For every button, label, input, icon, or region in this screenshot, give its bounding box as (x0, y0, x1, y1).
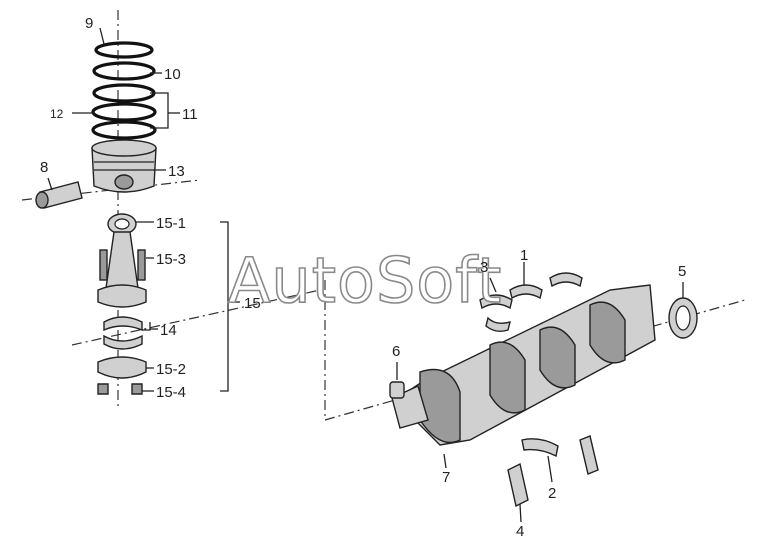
callout-7: 7 (442, 469, 450, 486)
crankshaft (391, 284, 656, 446)
callout-10: 10 (164, 66, 181, 83)
callout-15-4: 15-4 (156, 384, 186, 401)
callout-15-3: 15-3 (156, 251, 186, 268)
main-bearing-shells (479, 272, 583, 333)
callout-13: 13 (168, 163, 185, 180)
callout-15-2: 15-2 (156, 361, 186, 378)
callout-9: 9 (85, 15, 93, 32)
callout-labels: 9 10 12 11 8 13 15-1 15-3 15 14 15-2 15-… (40, 15, 686, 540)
rod-cap (97, 356, 147, 395)
callout-3: 3 (480, 259, 488, 276)
callout-4: 4 (516, 523, 524, 540)
leader-lines (47, 27, 684, 523)
piston-pin (35, 181, 83, 209)
callout-12: 12 (50, 107, 64, 121)
callout-15: 15 (244, 295, 261, 312)
callout-15-1: 15-1 (156, 215, 186, 232)
plug (389, 381, 405, 399)
rod-bearing-shells (103, 316, 143, 350)
oil-seal (668, 297, 698, 339)
thrust-washers (507, 435, 599, 508)
piston (91, 139, 157, 193)
connecting-rod (97, 213, 147, 308)
callout-8: 8 (40, 159, 48, 176)
callout-11: 11 (182, 106, 198, 123)
callout-14: 14 (160, 322, 177, 339)
piston-rings (91, 41, 157, 140)
callout-1: 1 (520, 247, 528, 264)
callout-6: 6 (392, 343, 400, 360)
watermark: AutoSoft (228, 244, 502, 317)
callout-2: 2 (548, 485, 556, 502)
callout-5: 5 (678, 263, 686, 280)
